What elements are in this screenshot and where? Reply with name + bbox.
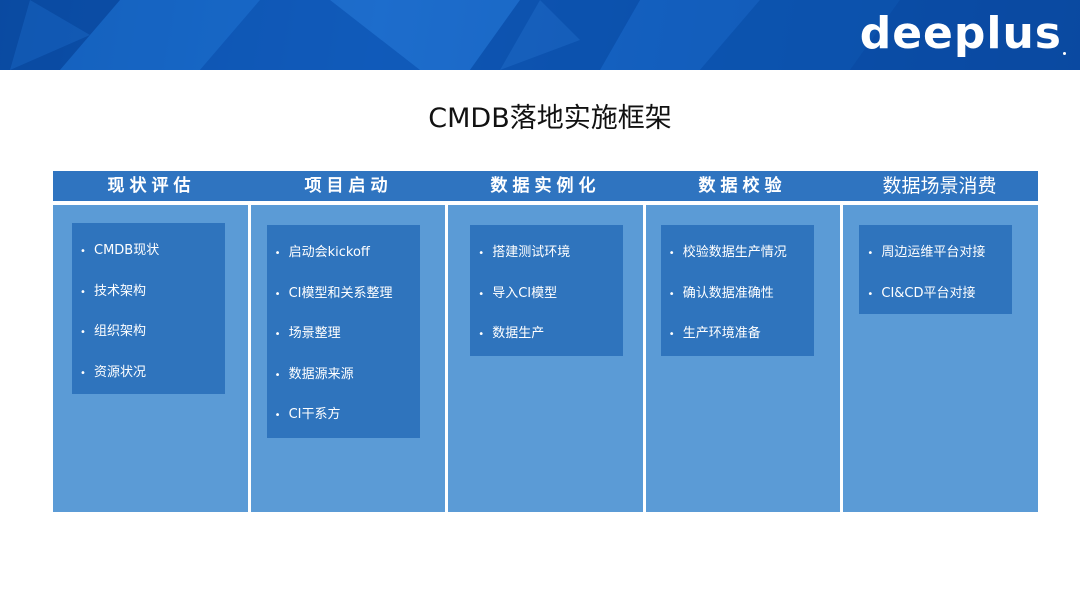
stage-column-kickoff: •启动会kickoff •CI模型和关系整理 •场景整理 •数据源来源 •CI干…: [250, 205, 446, 512]
list-item: •生产环境准备: [669, 314, 814, 355]
page-title: CMDB落地实施框架: [428, 103, 672, 134]
stage-column-validation: •校验数据生产情况 •确认数据准确性 •生产环境准备: [645, 205, 841, 512]
bullet-icon: •: [274, 248, 281, 259]
bullet-icon: •: [80, 367, 86, 379]
bullet-icon: •: [867, 248, 874, 259]
stage-column-consumption: •周边运维平台对接 •CI&CD平台对接: [843, 205, 1038, 512]
bullet-icon: •: [668, 329, 675, 340]
bullet-icon: •: [668, 288, 675, 300]
list-item: •数据源来源: [275, 355, 420, 396]
bullet-icon: •: [274, 410, 281, 421]
stage-card-validation: •校验数据生产情况 •确认数据准确性 •生产环境准备: [660, 225, 814, 356]
list-item: •技术架构: [80, 272, 225, 313]
list-item: •组织架构: [80, 312, 225, 353]
stage-item-list: •CMDB现状 •技术架构 •组织架构 •资源状况: [80, 231, 225, 393]
deeplus-logo: deeplus: [859, 8, 1062, 59]
stage-header-assessment: 现状评估: [107, 176, 196, 196]
list-item: •CMDB现状: [80, 231, 225, 272]
bullet-icon: •: [80, 327, 86, 338]
list-item: •资源状况: [80, 353, 225, 394]
list-item: •数据生产: [478, 314, 623, 355]
list-item: •场景整理: [275, 314, 420, 355]
stage-card-consumption: •周边运维平台对接 •CI&CD平台对接: [859, 225, 1013, 314]
stage-header-validation: 数据校验: [698, 176, 787, 196]
list-item: •CI模型和关系整理: [275, 274, 420, 315]
stage-item-list: •搭建测试环境 •导入CI模型 •数据生产: [478, 233, 623, 355]
list-item: •确认数据准确性: [669, 274, 814, 315]
bullet-icon: •: [478, 329, 485, 340]
bullet-icon: •: [274, 288, 281, 300]
stage-card-assessment: •CMDB现状 •技术架构 •组织架构 •资源状况: [72, 223, 225, 394]
stage-columns: •CMDB现状 •技术架构 •组织架构 •资源状况 •启动会kickoff •C…: [53, 205, 1038, 512]
header-banner: deeplus: [0, 0, 1080, 70]
logo-registered-mark: [1063, 52, 1066, 55]
stage-item-list: •校验数据生产情况 •确认数据准确性 •生产环境准备: [669, 233, 814, 355]
bullet-icon: •: [274, 369, 281, 381]
stage-header-consumption: 数据场景消费: [882, 175, 997, 197]
bullet-icon: •: [478, 248, 485, 259]
stage-card-instantiation: •搭建测试环境 •导入CI模型 •数据生产: [470, 225, 624, 356]
stage-header-kickoff: 项目启动: [304, 176, 393, 196]
stage-card-kickoff: •启动会kickoff •CI模型和关系整理 •场景整理 •数据源来源 •CI干…: [266, 225, 420, 438]
bullet-icon: •: [274, 329, 281, 340]
list-item: •启动会kickoff: [275, 233, 420, 274]
stage-header-instantiation: 数据实例化: [490, 176, 601, 196]
bullet-icon: •: [80, 246, 86, 257]
bullet-icon: •: [668, 248, 675, 259]
stage-header-bar: 现状评估 项目启动 数据实例化 数据校验 数据场景消费: [53, 171, 1038, 201]
bullet-icon: •: [867, 288, 874, 300]
list-item: •搭建测试环境: [478, 233, 623, 274]
list-item: •周边运维平台对接: [867, 233, 1012, 274]
stage-item-list: •启动会kickoff •CI模型和关系整理 •场景整理 •数据源来源 •CI干…: [275, 233, 420, 436]
list-item: •CI干系方: [275, 395, 420, 436]
list-item: •CI&CD平台对接: [867, 274, 1012, 315]
bullet-icon: •: [80, 286, 86, 298]
list-item: •导入CI模型: [478, 274, 623, 315]
bullet-icon: •: [478, 288, 485, 300]
stage-item-list: •周边运维平台对接 •CI&CD平台对接: [867, 233, 1012, 314]
stage-column-assessment: •CMDB现状 •技术架构 •组织架构 •资源状况: [53, 205, 248, 512]
list-item: •校验数据生产情况: [669, 233, 814, 274]
stage-column-instantiation: •搭建测试环境 •导入CI模型 •数据生产: [448, 205, 643, 512]
banner-pattern: [0, 0, 1080, 70]
